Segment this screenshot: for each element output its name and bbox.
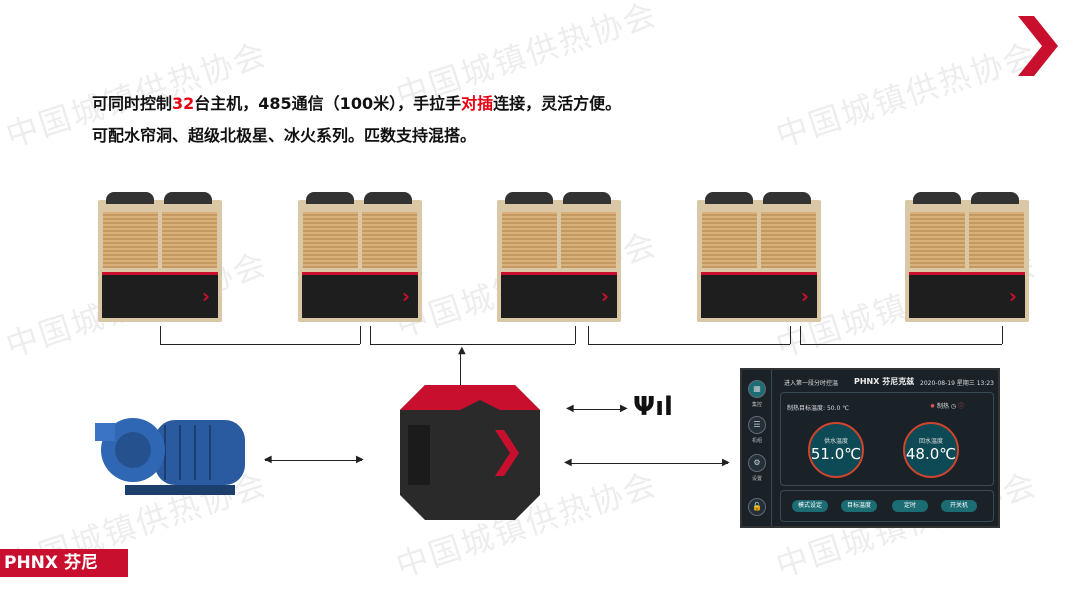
pump-link [265,460,362,461]
heat-pump-unit: › [905,192,1029,322]
headline: 可同时控制32台主机，485通信（100米），手拉手对插连接，灵活方便。 [92,94,622,113]
mode-settings-button[interactable]: 模式设定 [792,500,828,512]
datetime: 2020-08-19 星期三 13:23 [920,380,994,387]
target-temp: 制热目标温度: 50.0 ℃ [787,405,849,412]
status-text: 进入第一段分时控温 [784,380,839,387]
target-temp-button[interactable]: 目标温度 [841,500,877,512]
heat-pump-unit: › [298,192,422,322]
wireless-signal-icon: Ψıl [633,392,673,422]
power-button[interactable]: 开关机 [941,500,977,512]
unlock-button[interactable]: 🔓 [748,498,766,516]
wireless-link [570,409,625,410]
sidebar-item-settings[interactable]: ⚙ [748,454,766,472]
screen-brand: PHNX 芬尼克兹 [854,377,915,386]
heat-pump-unit: › [98,192,222,322]
subline: 可配水帘洞、超级北极星、冰火系列。匹数支持混搭。 [92,126,477,145]
connection-line [160,344,360,345]
alert-icon: ⓘ [958,403,965,410]
controller-box-image [400,385,540,520]
watermark: 中国城镇供热协会 [771,34,1042,156]
connection-line [588,344,790,345]
sidebar-item-group-control[interactable]: ▦ [748,380,766,398]
chevron-logo-icon [1018,16,1058,76]
clock-icon: ◷ [950,403,957,410]
heat-pump-unit: › [497,192,621,322]
sidebar-item-units[interactable]: ☰ [748,416,766,434]
control-screen: ▦ 集控 ☰ 机组 ⚙ 设置 🔓 进入第一段分时控温 PHNX 芬尼克兹 202… [740,368,1000,528]
connection-line [800,344,1002,345]
mode-indicator: ✹ 制热 ◷ ⓘ [930,403,965,410]
timer-button[interactable]: 定时 [892,500,928,512]
connection-line [370,344,575,345]
brand-logo: PHNX 芬尼 [0,549,128,577]
screen-link [568,463,728,464]
bus-line [460,352,461,390]
water-pump-image [95,418,245,495]
heat-pump-unit: › [697,192,821,322]
